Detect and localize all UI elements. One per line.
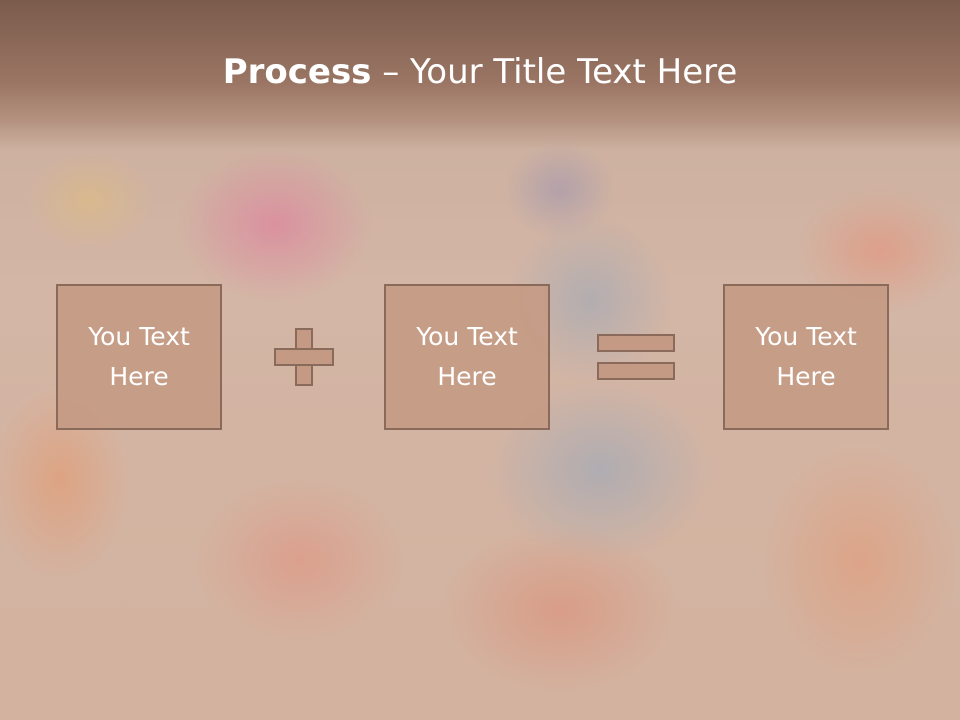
process-box-2: You Text Here — [384, 284, 550, 430]
process-box-1: You Text Here — [56, 284, 222, 430]
plus-icon-center — [297, 350, 311, 364]
process-box-2-text: You Text Here — [416, 322, 518, 391]
title-rest: – Your Title Text Here — [371, 52, 738, 92]
process-box-3-text: You Text Here — [755, 322, 857, 391]
slide-title: Process – Your Title Text Here — [0, 52, 960, 92]
process-box-1-text: You Text Here — [88, 322, 190, 391]
title-bar — [0, 0, 960, 150]
equals-icon-top-bar — [597, 334, 675, 352]
process-box-3: You Text Here — [723, 284, 889, 430]
title-bold: Process — [222, 52, 372, 92]
equals-icon-bottom-bar — [597, 362, 675, 380]
